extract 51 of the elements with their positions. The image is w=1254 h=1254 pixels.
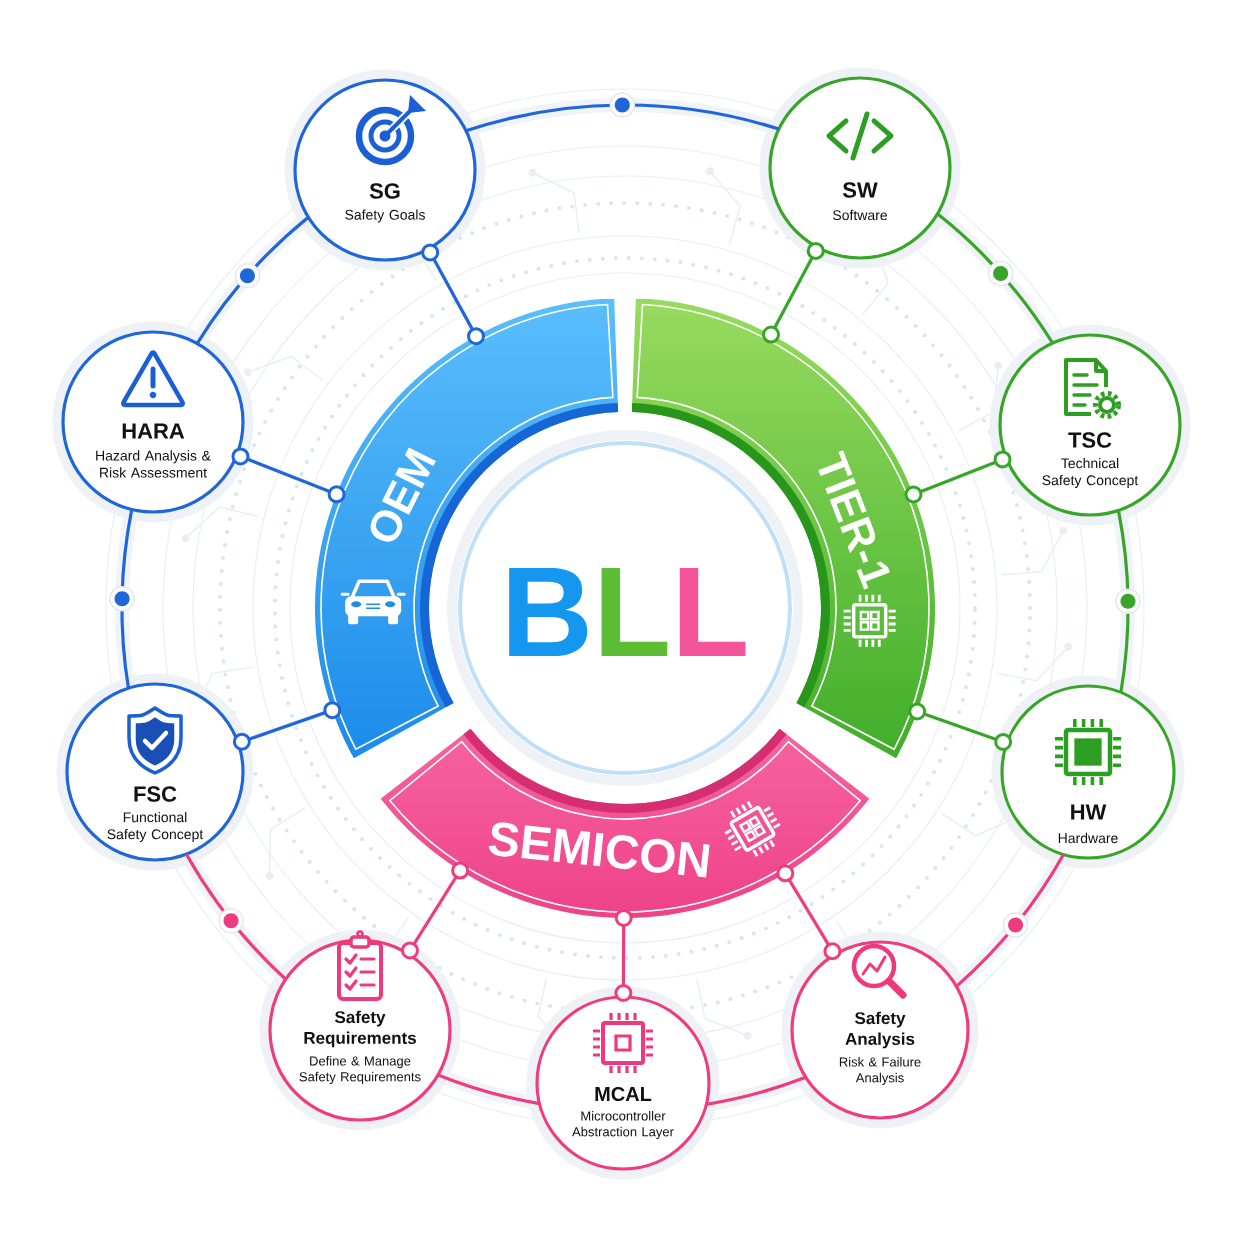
arc-line bbox=[195, 215, 310, 345]
band-label: TIER-1 bbox=[818, 450, 890, 590]
connector-line bbox=[421, 243, 485, 346]
circle-title: Safety Requirements bbox=[304, 1010, 416, 1048]
arc-line bbox=[1116, 510, 1130, 693]
circle-subtitle: Safety Goals bbox=[345, 209, 425, 223]
circle-title: TSC bbox=[1068, 432, 1112, 448]
topic-circle bbox=[781, 931, 979, 1129]
connector-line bbox=[762, 241, 825, 344]
topic-circle bbox=[989, 324, 1191, 526]
circle-title: MCAL bbox=[595, 1086, 652, 1102]
topic-circle bbox=[52, 321, 254, 523]
topic-circle bbox=[259, 929, 461, 1131]
circle-title: FSC bbox=[134, 786, 177, 802]
center-title: BLL bbox=[509, 567, 746, 657]
topic-circle bbox=[526, 986, 720, 1180]
topic-circle bbox=[284, 69, 486, 271]
circle-subtitle: Define & Manage Safety Requirements bbox=[299, 1056, 421, 1084]
connector-line bbox=[231, 447, 346, 504]
arc-band bbox=[388, 728, 862, 913]
topic-circle bbox=[759, 67, 961, 269]
connector-line bbox=[908, 702, 1013, 751]
band-label: OEM bbox=[370, 447, 436, 542]
arc-line bbox=[936, 212, 1054, 344]
center-circle bbox=[447, 430, 803, 786]
connector-line bbox=[401, 861, 470, 960]
circle-title: HW bbox=[1071, 804, 1107, 820]
circle-subtitle: Functional Safety Concept bbox=[107, 812, 204, 843]
connector-line bbox=[614, 909, 633, 1002]
circle-subtitle: Technical Safety Concept bbox=[1042, 458, 1139, 489]
circle-subtitle: Microcontroller Abstraction Layer bbox=[572, 1111, 674, 1139]
circle-title: Safety Analysis bbox=[845, 1011, 915, 1049]
arc-line bbox=[120, 509, 134, 689]
arc-line bbox=[955, 853, 1065, 988]
connector-line bbox=[776, 864, 842, 961]
arc-line bbox=[706, 1075, 807, 1106]
topic-circle bbox=[56, 673, 254, 871]
arc-line bbox=[437, 1073, 540, 1106]
circle-title: HARA bbox=[122, 423, 185, 439]
circle-title: SG bbox=[369, 183, 400, 199]
circle-subtitle: Hazard Analysis & Risk Assessment bbox=[96, 450, 211, 478]
arc-line bbox=[465, 103, 780, 133]
circle-subtitle: Risk & Failure Analysis bbox=[839, 1057, 921, 1085]
arc-line bbox=[185, 853, 287, 981]
connector-line bbox=[904, 450, 1012, 504]
connector-line bbox=[232, 701, 342, 751]
circle-subtitle: Hardware bbox=[1058, 832, 1118, 844]
band-label: SEMICON bbox=[488, 822, 710, 878]
topic-circle bbox=[991, 675, 1185, 869]
circle-subtitle: Software bbox=[833, 209, 887, 221]
circle-title: SW bbox=[842, 182, 878, 198]
